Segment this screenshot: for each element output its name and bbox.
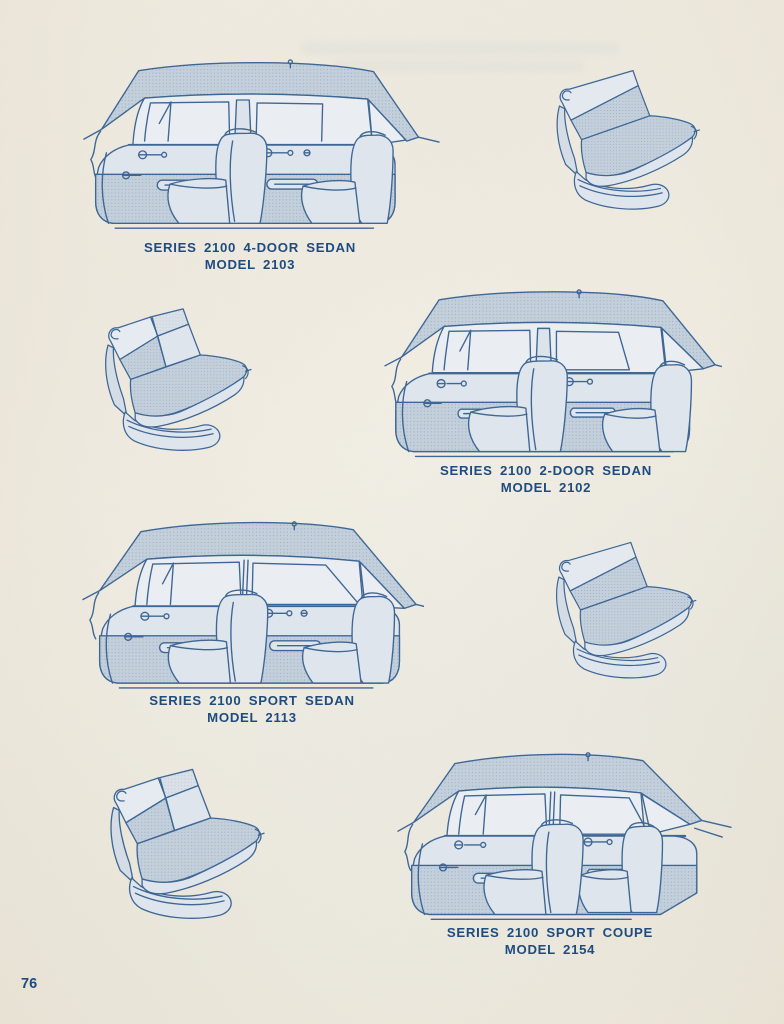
sport-sedan-interior-illustration [82, 521, 424, 689]
side-windows [132, 93, 374, 146]
dome-light [585, 752, 591, 762]
bench-seat [557, 542, 696, 677]
bench-seat-illustration-3 [532, 532, 714, 697]
dome-light [291, 521, 297, 531]
caption-line2: MODEL 2154 [504, 942, 596, 957]
page-bleed-through [332, 60, 584, 72]
caption-sport-sedan: SERIES 2100 SPORT SEDAN MODEL 2113 [87, 692, 417, 726]
front-bench-seat [167, 128, 268, 224]
caption-line1: SERIES 2100 SPORT SEDAN [149, 693, 355, 708]
caption-line2: MODEL 2102 [500, 480, 592, 495]
caption-line1: SERIES 2100 2-DOOR SEDAN [440, 463, 652, 478]
dome-light [576, 289, 582, 299]
rear-bench-seat [301, 592, 396, 684]
front-bench-seat [167, 589, 269, 684]
caption-two-door-sedan: SERIES 2100 2-DOOR SEDAN MODEL 2102 [381, 462, 711, 496]
caption-line2: MODEL 2103 [204, 257, 296, 272]
rear-bench-seat [300, 131, 394, 224]
caption-line1: SERIES 2100 SPORT COUPE [446, 925, 654, 940]
rear-bench-seat [601, 360, 693, 453]
page-number: 76 [21, 976, 38, 992]
sedan-body [83, 59, 440, 229]
sedan-body [82, 521, 424, 689]
caption-line2: MODEL 2113 [207, 710, 297, 725]
caption-four-door-sedan: SERIES 2100 4-DOOR SEDAN MODEL 2103 [85, 239, 415, 273]
rear-bench-seat [577, 822, 664, 914]
two-door-sedan-interior-illustration [384, 289, 722, 458]
caption-line1: SERIES 2100 4-DOOR SEDAN [144, 240, 356, 255]
sedan-body [384, 289, 722, 458]
four-door-sedan-interior-illustration [83, 59, 440, 229]
bench-seat [557, 71, 699, 209]
bench-seat [111, 769, 264, 918]
sport-coupe-interior-illustration [397, 752, 732, 921]
bench-seat-illustration-2 [80, 298, 270, 470]
page-bleed-through [302, 42, 620, 55]
caption-sport-coupe: SERIES 2100 SPORT COUPE MODEL 2154 [385, 924, 715, 958]
bench-seat-illustration-1 [532, 60, 718, 228]
front-bench-seat [467, 355, 568, 453]
bench-seat [106, 309, 251, 450]
side-windows [134, 554, 364, 608]
front-bench-seat [483, 819, 584, 916]
bench-seat-illustration-4 [84, 758, 284, 939]
dome-light [287, 59, 293, 69]
coupe-body [397, 752, 732, 921]
